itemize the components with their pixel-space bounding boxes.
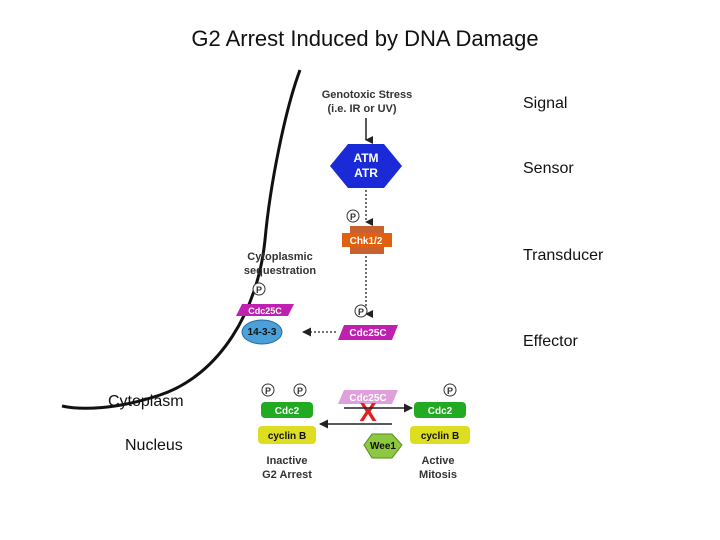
phospho-cyto-cdc25c: [252, 282, 266, 296]
stage-effector: Effector: [523, 333, 578, 350]
atm-label: ATM: [353, 151, 378, 165]
inactive-cyclin-b: [258, 426, 316, 444]
region-nucleus: Nucleus: [125, 437, 183, 454]
stress-label-line1: Genotoxic Stress: [322, 89, 412, 101]
atm-atr-hexagon: [330, 144, 402, 188]
inactive-cdc2: [261, 402, 313, 418]
phospho-nuc-cdc25c: [354, 304, 368, 318]
phospho-inactive-1: [261, 383, 275, 397]
phospho-active-label: P: [447, 386, 453, 396]
stage-signal: Signal: [523, 95, 568, 112]
wee1-label: Wee1: [370, 441, 396, 452]
faded-cdc25c: [338, 390, 398, 404]
cyto-seq-line1: Cytoplasmic: [247, 251, 312, 263]
chk-label: Chk1/2: [350, 236, 383, 247]
block-mark: X: [359, 397, 377, 427]
wee1-hexagon: [363, 433, 403, 459]
chk-bottom: [350, 247, 384, 254]
active-cdc2-label: Cdc2: [428, 406, 453, 417]
phospho-inactive-1-label: P: [265, 386, 271, 396]
stress-label-line2: (i.e. IR or UV): [327, 103, 396, 115]
faded-cdc25c-label: Cdc25C: [349, 393, 386, 404]
active-cdc2: [414, 402, 466, 418]
phospho-cyto-cdc25c-label: P: [256, 285, 262, 295]
active-line2: Mitosis: [419, 469, 457, 481]
stage-transducer: Transducer: [523, 247, 604, 264]
phospho-active: [443, 383, 457, 397]
nuclear-membrane-curve: [61, 69, 302, 410]
inactive-line2: G2 Arrest: [262, 469, 312, 481]
phospho-chk: [346, 209, 360, 223]
active-cyclin-b: [410, 426, 470, 444]
phospho-chk-label: P: [350, 212, 356, 222]
cyto-cdc25c-label: Cdc25C: [248, 306, 282, 316]
region-cytoplasm: Cytoplasm: [108, 393, 184, 410]
nuc-cdc25c-label: Cdc25C: [349, 328, 386, 339]
slide-title: G2 Arrest Induced by DNA Damage: [191, 26, 539, 51]
inactive-line1: Inactive: [267, 455, 308, 467]
active-cyclin-b-label: cyclin B: [421, 431, 459, 442]
chk-box: [342, 233, 392, 247]
protein-14-3-3: [241, 319, 283, 345]
cyto-seq-line2: sequestration: [244, 265, 316, 277]
stage-sensor: Sensor: [523, 160, 574, 177]
phospho-nuc-cdc25c-label: P: [358, 307, 364, 317]
inactive-cyclin-b-label: cyclin B: [268, 431, 306, 442]
cyto-cdc25c: [236, 304, 294, 316]
protein-14-3-3-label: 14-3-3: [248, 327, 277, 338]
phospho-inactive-2: [293, 383, 307, 397]
chk-top: [350, 226, 384, 233]
nuc-cdc25c: [338, 325, 398, 340]
phospho-inactive-2-label: P: [297, 386, 303, 396]
inactive-cdc2-label: Cdc2: [275, 406, 300, 417]
atr-label: ATR: [354, 166, 378, 180]
active-line1: Active: [421, 455, 454, 467]
